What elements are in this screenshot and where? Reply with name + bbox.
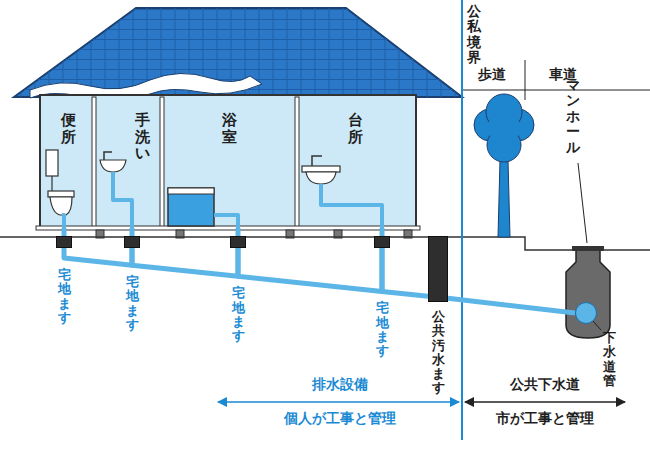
room-box: 台所 — [299, 98, 412, 228]
kitchen-sink-part — [306, 172, 336, 184]
road-marks — [462, 60, 650, 100]
drain-pipe — [448, 298, 575, 313]
drain-pipe — [62, 228, 67, 236]
drain-pipe-part — [113, 172, 132, 228]
toilet — [46, 150, 74, 215]
kitchen-sink-part — [302, 166, 340, 172]
drain-pipe-part — [321, 184, 382, 228]
bathtub-part — [168, 188, 214, 194]
range-note: 市が工事と管理 — [494, 410, 596, 426]
ground-part — [604, 249, 650, 251]
ground-part — [0, 237, 572, 250]
house-inlet-box: 宅地ます — [374, 236, 390, 248]
drain-pipe-part — [62, 215, 64, 228]
part-name: 宅地ます — [126, 275, 139, 332]
kitchen-sink-part — [312, 156, 322, 166]
manhole-label: マンホール — [566, 78, 580, 155]
hand-wash-basin — [100, 152, 126, 172]
hand-wash-basin-part — [100, 160, 126, 172]
public-inlet-box: 公共汚水ます — [428, 236, 448, 302]
tree-part — [498, 160, 510, 237]
house-body-part — [295, 97, 299, 228]
road-marks-part — [462, 90, 650, 91]
kitchen-sink — [302, 156, 340, 184]
drain-pipe — [64, 248, 132, 265]
toilet-part — [51, 176, 52, 191]
drain-pipe-part — [214, 215, 238, 228]
manhole-part — [578, 163, 587, 243]
house-body-part — [92, 97, 96, 228]
drain-pipe — [236, 228, 241, 236]
range-title: 公共下水道 — [508, 376, 582, 392]
hand-wash-basin-part — [104, 152, 112, 160]
manhole-part — [566, 250, 610, 338]
house-inlet-box: 宅地ます — [56, 236, 72, 248]
house-body-part — [40, 95, 416, 229]
house-body-part — [36, 226, 420, 230]
house-inlet-box: 宅地ます — [124, 236, 140, 248]
part-name: 宅地ます — [376, 301, 389, 358]
room-name: 台所 — [348, 112, 363, 145]
drain-pipe — [380, 228, 385, 236]
tree-part — [488, 112, 520, 144]
house-body-part — [160, 97, 164, 228]
part-name: 下水道管 — [603, 331, 616, 388]
drain-pipe — [62, 172, 382, 228]
part-name: 宅地ます — [58, 268, 71, 325]
drain-pipe — [132, 248, 238, 276]
toilet-part — [50, 197, 72, 215]
room-name: 手洗い — [135, 112, 150, 162]
room-name: 便所 — [61, 112, 76, 145]
manhole-part — [593, 321, 601, 330]
range-arrow — [465, 401, 625, 403]
range-title: 排水設備 — [310, 376, 370, 392]
sidewalk-label: 歩道 — [476, 66, 508, 82]
ground — [0, 237, 650, 250]
manhole-part — [572, 246, 604, 251]
drain-pipe — [130, 228, 135, 236]
tree — [474, 94, 534, 237]
room-box: 浴室 — [164, 98, 295, 228]
house-inlet-box: 宅地ます — [230, 236, 246, 248]
drain-pipe — [238, 248, 382, 291]
part-name: 宅地ます — [232, 286, 245, 343]
range-note: 個人が工事と管理 — [282, 410, 398, 426]
house-body — [36, 95, 420, 230]
road-marks-part — [525, 60, 526, 100]
toilet-part — [46, 150, 58, 176]
range-arrow — [218, 401, 459, 403]
room-box: 便所 — [44, 98, 92, 228]
bathtub — [168, 188, 214, 226]
sewer-pipe-circle: 下水道管 — [575, 302, 597, 324]
room-box: 手洗い — [96, 98, 160, 228]
toilet-part — [48, 191, 74, 197]
room-name: 浴室 — [222, 112, 237, 145]
boundary-label: 公私境界 — [467, 4, 481, 66]
bathtub-part — [168, 188, 214, 226]
drain-pipe — [382, 248, 428, 296]
part-name: 公共汚水ます — [432, 310, 445, 396]
boundary-line — [461, 0, 463, 440]
roof — [14, 8, 462, 100]
